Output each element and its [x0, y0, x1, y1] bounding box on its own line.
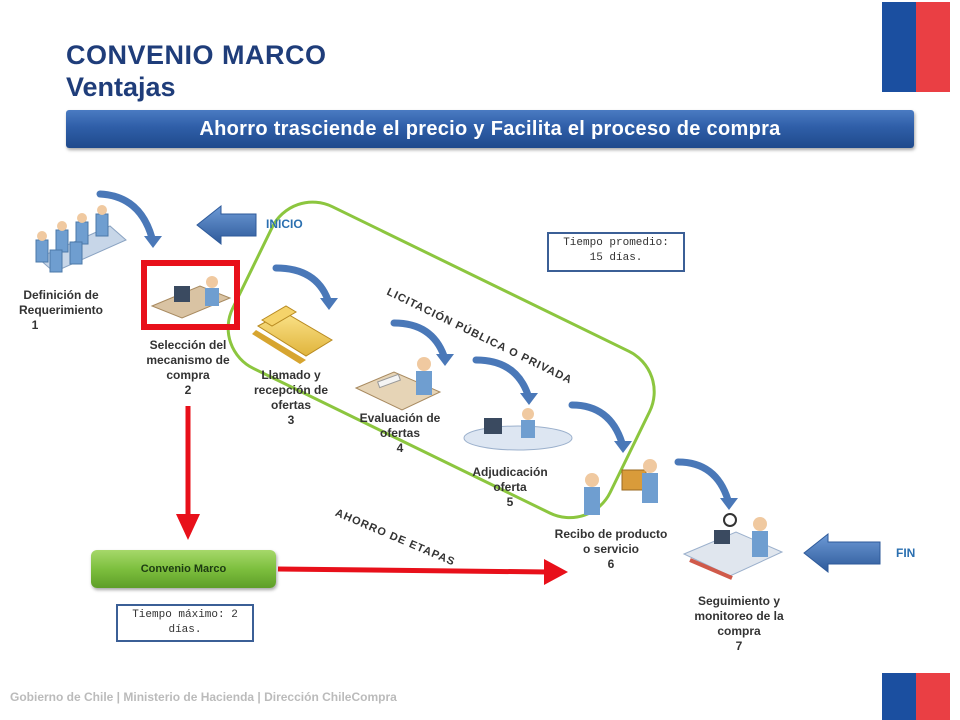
chile-flag-bottom — [882, 673, 950, 720]
delivery-icon — [584, 459, 658, 515]
folder-icon — [252, 305, 333, 364]
desk-worker-icon — [150, 276, 232, 319]
evaluation-worker-icon — [354, 357, 442, 411]
red-arrow-right-icon — [277, 559, 568, 585]
page-title: CONVENIO MARCO — [66, 40, 327, 70]
footer-text: Gobierno de Chile | Ministerio de Hacien… — [10, 690, 397, 704]
page-subtitle: Ventajas — [66, 72, 176, 102]
meeting-icon — [35, 205, 127, 273]
convenio-marco-button[interactable]: Convenio Marco — [91, 550, 276, 588]
monitoring-icon — [682, 513, 784, 580]
curved-arrow-heads — [144, 236, 738, 510]
curved-arrow-icon — [96, 190, 732, 504]
chile-flag-top — [882, 2, 950, 92]
licitacion-region — [226, 200, 656, 520]
tiempo-promedio-box: Tiempo promedio:15 días. — [547, 232, 685, 272]
inicio-label: INICIO — [266, 217, 303, 231]
fin-arrow-icon — [803, 532, 881, 574]
banner: Ahorro trasciende el precio y Facilita e… — [66, 110, 914, 148]
fin-label: FIN — [896, 546, 916, 560]
inicio-arrow-icon — [196, 204, 257, 246]
red-arrow-down-icon — [176, 406, 200, 540]
adjudication-icon — [463, 408, 573, 451]
selected-step-highlight — [141, 260, 240, 330]
